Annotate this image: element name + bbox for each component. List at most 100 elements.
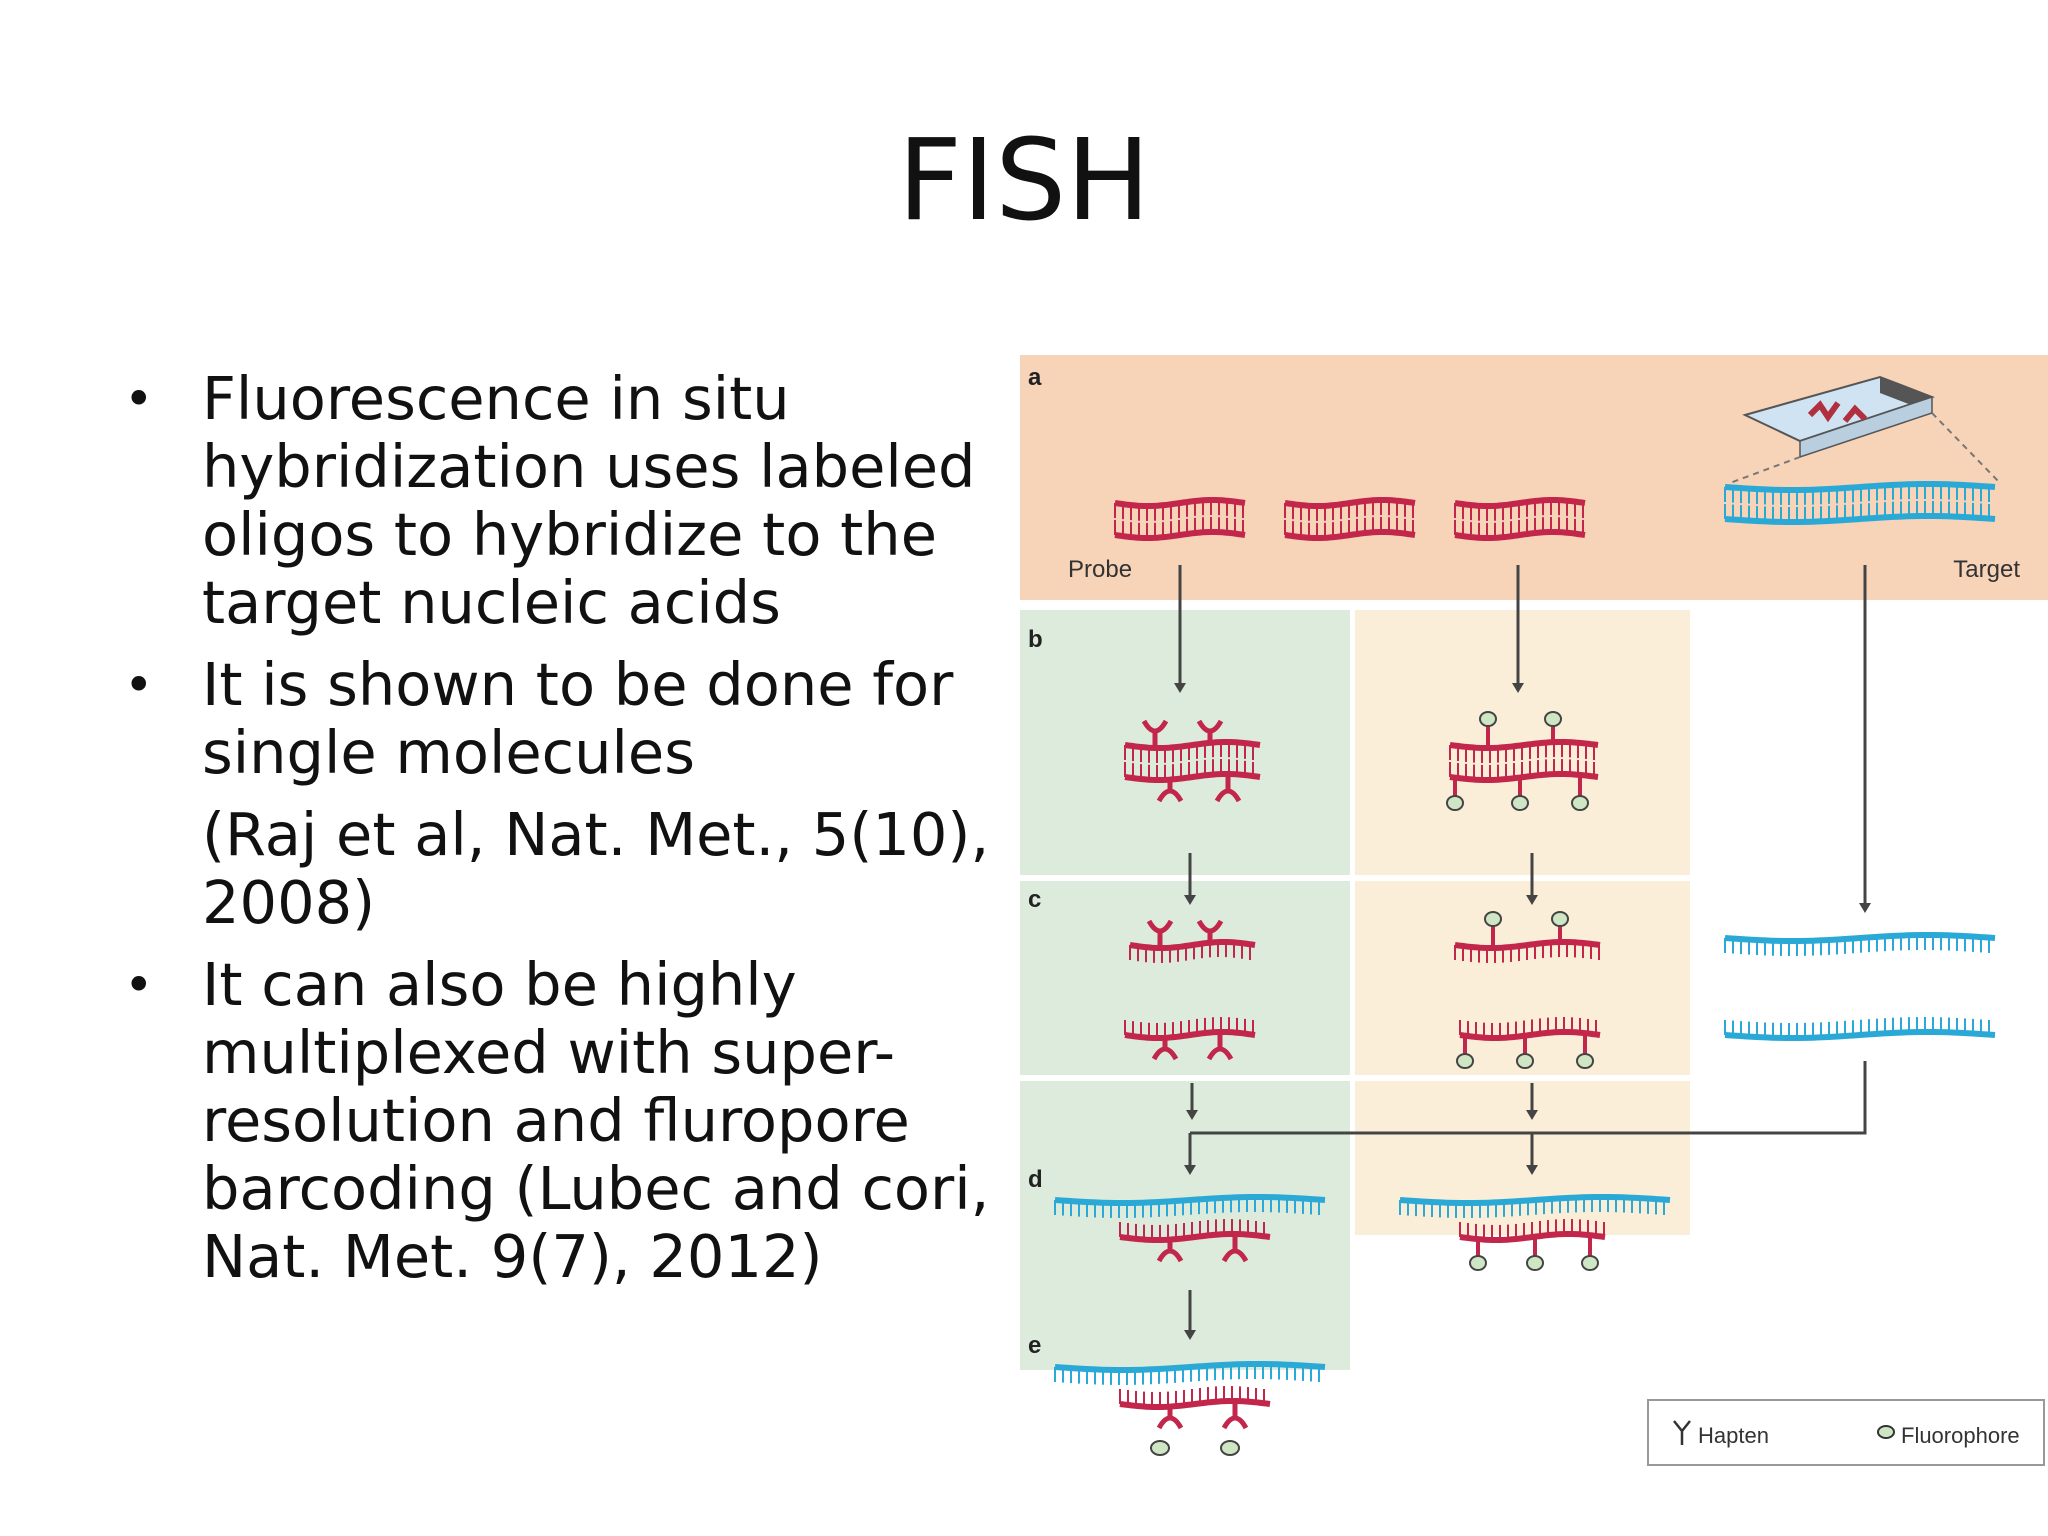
probe-strand: [1459, 1219, 1606, 1243]
bullet-text: Fluorescence in situ hybridization uses …: [202, 364, 976, 637]
hapten-probe-strand: [1124, 1017, 1256, 1061]
arrow: [1184, 1133, 1196, 1175]
bullet-item: • Fluorescence in situ hybridization use…: [118, 365, 998, 637]
fluor-probe-strand: [1454, 911, 1601, 963]
panel-divider: [1020, 1075, 1690, 1081]
connector-line: [1190, 1061, 1867, 1135]
merge-connector: [1190, 1061, 1867, 1135]
strand-bottom: [1724, 501, 1996, 525]
fluorophore-icon: [1544, 711, 1562, 727]
arrow-head: [1526, 895, 1538, 905]
hapten-icon: [1196, 919, 1224, 945]
hapten-icon: [1156, 1237, 1184, 1263]
fluorophore-icon: [1446, 795, 1464, 811]
panel-letter-a: a: [1028, 364, 1042, 391]
bullet-text: It is shown to be done for single molecu…: [202, 650, 954, 787]
strand-backbone: [1449, 771, 1599, 783]
strand-backbone: [1724, 513, 1996, 525]
hybrid-fluor: [1399, 1194, 1671, 1271]
slide-title: FISH: [897, 116, 1151, 246]
strand-top: [1724, 481, 1996, 505]
hapten-icon: [1141, 719, 1169, 745]
target-duplex: [1724, 481, 1996, 525]
bullet-dot-icon: •: [124, 656, 154, 714]
arrow: [1174, 565, 1186, 693]
hapten-icon: [1151, 1035, 1179, 1061]
panel-letter-c: c: [1028, 886, 1041, 913]
probe-duplex: [1454, 497, 1586, 541]
arrow-head: [1184, 1330, 1196, 1340]
arrow: [1526, 1133, 1538, 1175]
target-strand: [1724, 1017, 1996, 1041]
strand-top: [1284, 497, 1416, 521]
hapten-probe-duplex: [1124, 719, 1261, 803]
fluorophore-icon: [1479, 711, 1497, 727]
fluorophore-icon: [1526, 1255, 1544, 1271]
strand-top: [1124, 739, 1261, 763]
fluorophore-column-background: [1355, 610, 1690, 1235]
bullet-dot-icon: •: [124, 956, 154, 1014]
fluorophore-icon: [1150, 1440, 1170, 1456]
hapten-icon: [1196, 719, 1224, 745]
target-strand: [1054, 1361, 1326, 1385]
bullet-item: • It is shown to be done for single mole…: [118, 651, 998, 937]
fluorophore-icon: [1456, 1053, 1474, 1069]
probe-strand: [1119, 1386, 1271, 1410]
legend-hapten-label: Hapten: [1698, 1423, 1769, 1448]
fluorophore-icon: [1551, 911, 1569, 927]
probe-label: Probe: [1068, 556, 1132, 583]
bullet-item: • It can also be highly multiplexed with…: [118, 951, 998, 1291]
probe-strand: [1119, 1219, 1271, 1243]
probe-duplex: [1114, 497, 1246, 541]
bullet-citation: (Raj et al, Nat. Met., 5(10), 2008): [202, 800, 990, 937]
arrow: [1512, 565, 1524, 693]
legend-fluorophore-label: Fluorophore: [1901, 1423, 2020, 1448]
fluor-probe-duplex: [1446, 711, 1599, 811]
fluorophore-icon: [1511, 795, 1529, 811]
probe-duplex: [1284, 497, 1416, 541]
strand-backbone: [1119, 1398, 1271, 1410]
target-label: Target: [1953, 556, 2020, 583]
arrow: [1526, 1083, 1538, 1120]
hybrid-hapten: [1054, 1194, 1326, 1263]
target-strand: [1724, 932, 1996, 956]
target-strand: [1054, 1194, 1326, 1218]
fish-diagram: a b c d e Probe Target Hapten: [1020, 355, 2048, 1475]
hapten-icon: [1673, 1420, 1691, 1445]
strand-bottom: [1454, 517, 1586, 541]
strand-top: [1454, 939, 1601, 963]
panel-divider: [1020, 875, 1690, 881]
arrow: [1526, 853, 1538, 905]
strand-backbone: [1129, 939, 1256, 951]
panel-letter-e: e: [1028, 1332, 1041, 1359]
hapten-icon: [1221, 1237, 1249, 1263]
arrow-head: [1186, 1110, 1198, 1120]
hapten-icon: [1206, 1035, 1234, 1061]
hapten-icon: [1146, 919, 1174, 945]
arrow: [1184, 853, 1196, 905]
strand-top: [1454, 497, 1586, 521]
target-strand: [1399, 1194, 1671, 1218]
arrow-head: [1859, 903, 1871, 913]
bullet-list: • Fluorescence in situ hybridization use…: [118, 365, 998, 1305]
arrow-head: [1174, 683, 1186, 693]
fluorophore-icon: [1581, 1255, 1599, 1271]
fluorophore-icon: [1877, 1425, 1895, 1439]
fluorophore-icon: [1571, 795, 1589, 811]
strand-backbone: [1124, 739, 1261, 751]
strand-bottom: [1124, 759, 1261, 783]
strand-bottom: [1284, 517, 1416, 541]
arrow: [1186, 1083, 1198, 1120]
panel-letter-b: b: [1028, 626, 1043, 653]
arrow: [1859, 565, 1871, 913]
panel-letter-d: d: [1028, 1166, 1043, 1193]
arrow-head: [1526, 1110, 1538, 1120]
strand-bottom: [1449, 759, 1599, 783]
fluorophore-icon: [1220, 1440, 1240, 1456]
arrow-head: [1526, 1165, 1538, 1175]
fish-diagram-svg: a b c d e Probe Target Hapten: [1020, 355, 2048, 1466]
strand-bottom: [1124, 1017, 1256, 1041]
fluor-probe-strand: [1456, 1017, 1601, 1069]
fluorophore-icon: [1469, 1255, 1487, 1271]
hapten-probe-strand: [1129, 919, 1256, 963]
